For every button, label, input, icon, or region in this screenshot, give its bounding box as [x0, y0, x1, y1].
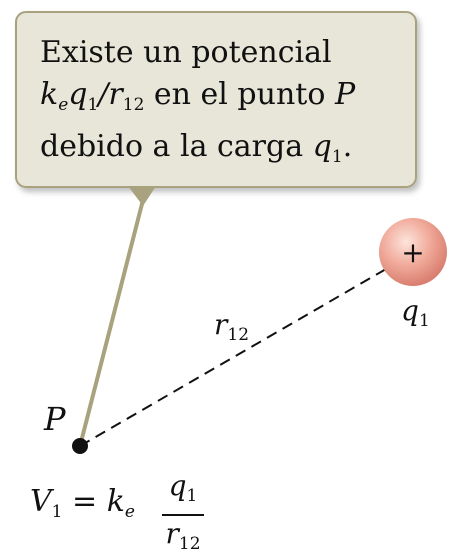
charge-q1-label: q1	[401, 294, 430, 331]
callout-point-p: P	[334, 77, 356, 112]
callout-period: .	[342, 129, 353, 164]
formula-k-sub: e	[124, 502, 135, 522]
formula-numerator: q1	[160, 470, 206, 512]
q-subscript: 1	[87, 95, 99, 115]
k-symbol: k	[40, 77, 59, 112]
diagram-canvas: +	[15, 11, 447, 454]
charge-q-subscript: 1	[418, 311, 430, 331]
formula-den-r: r	[165, 517, 179, 550]
k-subscript: e	[58, 95, 69, 115]
point-p-label: P	[44, 400, 66, 438]
charge-q1-sphere	[379, 218, 447, 286]
formula-fraction: q1 r12	[160, 470, 206, 560]
charge-sign: +	[401, 236, 424, 269]
formula-lhs: V1 = ke	[30, 484, 135, 522]
slash-symbol: /	[98, 77, 109, 112]
callout-line-3-text: debido a la carga	[40, 129, 313, 164]
callout-text: Existe un potencial keq1/r12 en el punto…	[40, 32, 390, 178]
formula-v: V	[30, 484, 52, 519]
potential-formula: V1 = ke q1 r12	[30, 470, 250, 554]
r-symbol: r	[108, 77, 123, 112]
formula-denominator: r12	[160, 518, 206, 560]
callout-pointer-tab	[128, 186, 156, 206]
callout-line-1: Existe un potencial	[40, 35, 332, 70]
distance-r-subscript: 12	[227, 325, 250, 345]
formula-num-q: q	[168, 469, 187, 502]
callout-charge-q: q	[312, 129, 332, 164]
callout-line-2: keq1/r12 en el punto P	[40, 74, 390, 126]
distance-r12-line	[79, 253, 413, 447]
r-subscript: 12	[122, 95, 145, 115]
formula-v-sub: 1	[51, 502, 63, 522]
formula-equals: =	[62, 484, 107, 519]
formula-num-sub: 1	[186, 486, 198, 506]
callout-charge-sub: 1	[331, 147, 343, 167]
charge-q-letter: q	[401, 294, 419, 327]
distance-r12-label: r12	[214, 308, 249, 345]
callout-box	[15, 11, 417, 188]
q-symbol: q	[68, 77, 88, 112]
callout-leader-line	[78, 199, 145, 447]
formula-k: k	[106, 484, 125, 519]
callout-line-3: debido a la carga q1.	[40, 126, 390, 178]
distance-r-letter: r	[214, 308, 228, 341]
callout-line-2-text: en el punto	[144, 77, 335, 112]
point-p-dot	[72, 438, 88, 454]
formula-fraction-bar	[162, 514, 204, 516]
formula-den-sub: 12	[178, 534, 201, 554]
